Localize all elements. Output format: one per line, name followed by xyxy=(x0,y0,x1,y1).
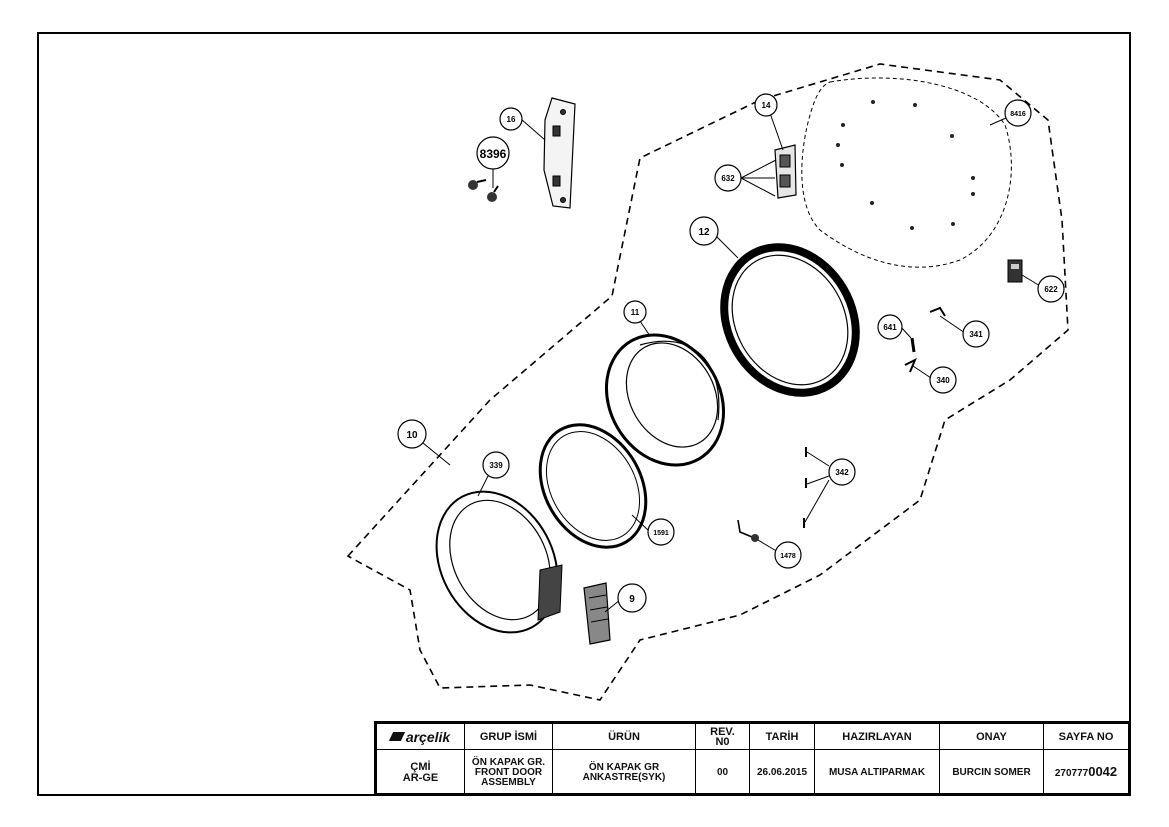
svg-text:339: 339 xyxy=(489,461,503,470)
latch-part-622 xyxy=(1007,259,1023,283)
header-product: ÜRÜN xyxy=(552,723,696,750)
glass-bowl-part-11 xyxy=(604,333,726,467)
hinge-plate-part-16 xyxy=(543,97,576,209)
callout-342: 342 xyxy=(828,458,856,486)
callout-1591: 1591 xyxy=(647,518,675,546)
handle-part-9 xyxy=(583,582,611,645)
header-rev: REV. N0 xyxy=(695,723,750,750)
clip-part-340 xyxy=(904,357,917,373)
svg-text:1478: 1478 xyxy=(780,553,796,560)
title-block: arçelik GRUP İSMİ ÜRÜN REV. N0 TARİH HAZ… xyxy=(374,721,1130,796)
svg-text:641: 641 xyxy=(883,323,897,332)
svg-text:622: 622 xyxy=(1044,285,1058,294)
svg-text:632: 632 xyxy=(721,174,735,183)
door-frame-part-12 xyxy=(720,243,860,397)
screw-region-dashed xyxy=(801,77,1012,268)
pins-part-342 xyxy=(803,447,807,528)
callout-12: 12 xyxy=(689,216,719,246)
wire-part-1478 xyxy=(737,519,759,542)
svg-text:9: 9 xyxy=(629,594,635,605)
header-prepared: HAZIRLAYAN xyxy=(814,723,940,750)
callout-641: 641 xyxy=(877,314,903,340)
value-product: ÖN KAPAK GR ANKASTRE(SYK) xyxy=(552,749,696,796)
svg-text:10: 10 xyxy=(406,430,418,441)
callout-339: 339 xyxy=(482,451,510,479)
svg-text:12: 12 xyxy=(698,227,710,238)
callout-632: 632 xyxy=(714,164,742,192)
value-group: ÖN KAPAK GR. FRONT DOOR ASSEMBLY xyxy=(464,749,553,796)
svg-text:16: 16 xyxy=(507,115,516,124)
callout-14: 14 xyxy=(754,93,778,117)
value-approval: BURCIN SOMER xyxy=(939,749,1044,796)
screw-group-8416 xyxy=(836,100,975,230)
svg-text:341: 341 xyxy=(969,330,983,339)
gasket-ring-part-1591 xyxy=(538,423,648,549)
svg-text:11: 11 xyxy=(631,308,640,317)
value-prepared: MUSA ALTIPARMAK xyxy=(814,749,940,796)
callout-11: 11 xyxy=(623,300,647,324)
value-page: 2707770042 xyxy=(1043,749,1129,796)
screws-part-8396 xyxy=(468,179,499,202)
pin-part-641 xyxy=(910,337,916,353)
callout-balloons: 16 8396 14 632 8416 12 622 641 341 340 1… xyxy=(397,93,1065,613)
header-page: SAYFA NO xyxy=(1043,723,1129,750)
header-date: TARİH xyxy=(749,723,815,750)
svg-text:1591: 1591 xyxy=(653,530,669,537)
callout-622: 622 xyxy=(1037,275,1065,303)
svg-text:14: 14 xyxy=(762,101,771,110)
svg-text:340: 340 xyxy=(936,376,950,385)
lock-bracket-part-14 xyxy=(774,144,797,199)
svg-text:8396: 8396 xyxy=(480,147,507,161)
callout-8416: 8416 xyxy=(1004,99,1032,127)
callout-8396: 8396 xyxy=(476,136,510,170)
value-rev: 00 xyxy=(695,749,750,796)
brand-logo: arçelik xyxy=(376,723,465,750)
spring-part-341 xyxy=(929,306,946,317)
callout-9: 9 xyxy=(617,583,647,613)
callout-10: 10 xyxy=(397,419,427,449)
value-dept: ÇMİ AR-GE xyxy=(376,749,465,796)
drawing-frame xyxy=(37,32,1131,796)
callout-341: 341 xyxy=(962,320,990,348)
callout-1478: 1478 xyxy=(774,541,802,569)
svg-text:8416: 8416 xyxy=(1010,111,1026,118)
header-group: GRUP İSMİ xyxy=(464,723,553,750)
front-ring-part-339 xyxy=(435,490,563,634)
assembly-boundary-dashed xyxy=(346,63,1069,701)
callout-16: 16 xyxy=(499,107,523,131)
value-date: 26.06.2015 xyxy=(749,749,815,796)
arcelik-logo-icon xyxy=(388,732,405,741)
header-approval: ONAY xyxy=(939,723,1044,750)
callout-340: 340 xyxy=(929,366,957,394)
svg-text:342: 342 xyxy=(835,468,849,477)
